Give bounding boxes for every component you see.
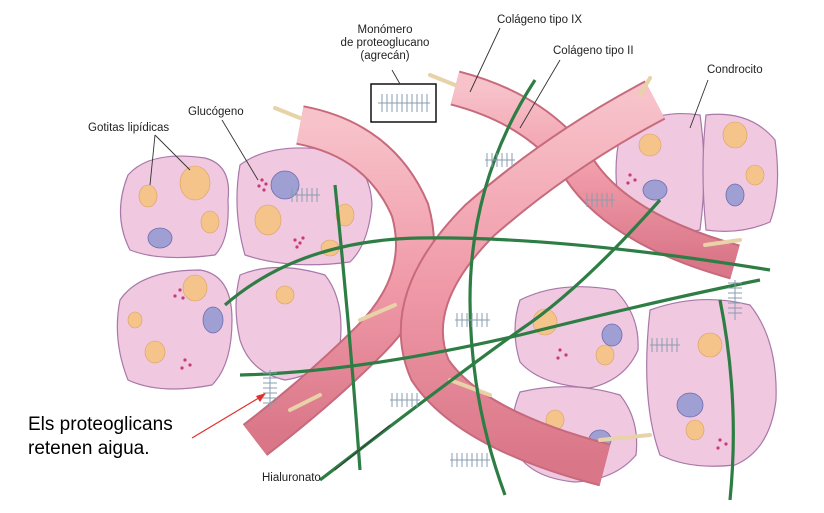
leader-condrocito bbox=[689, 79, 709, 129]
annotation-text: Els proteoglicans retenen aigua. bbox=[28, 413, 173, 461]
label-monomero-line1: Monómero bbox=[357, 24, 413, 36]
lipid-droplets bbox=[127, 121, 765, 441]
label-condrocito: Condrocito bbox=[707, 64, 763, 76]
hyaluronan-1 bbox=[223, 236, 771, 307]
label-glucogeno: Glucógeno bbox=[188, 106, 244, 118]
cell-right-large bbox=[646, 298, 777, 467]
proteoglycan-4 bbox=[390, 393, 420, 407]
proteoglycan-9 bbox=[650, 338, 680, 352]
proteoglycan-7 bbox=[585, 193, 615, 207]
proteoglycan-monomer-box bbox=[370, 83, 437, 123]
annotation-arrow bbox=[191, 393, 266, 439]
leader-hialuronato bbox=[334, 424, 391, 471]
hyaluronan-5 bbox=[319, 198, 662, 482]
cell-right-top-b bbox=[702, 113, 779, 232]
label-monomero: Monómero de proteoglucano (agrecán) bbox=[330, 24, 440, 63]
collagen-ix-strands bbox=[273, 73, 742, 442]
cell-mid-left bbox=[116, 269, 233, 390]
leader-glucogeno bbox=[221, 119, 259, 181]
leader-colageno-ix bbox=[469, 27, 501, 93]
label-colageno-ii: Colágeno tipo II bbox=[553, 45, 634, 57]
proteoglycan-1 bbox=[290, 188, 320, 202]
proteoglycan-8 bbox=[263, 370, 277, 410]
hyaluronan-strands bbox=[223, 79, 771, 501]
hyaluronan-3 bbox=[333, 184, 362, 471]
proteoglycan-6 bbox=[728, 280, 742, 320]
leader-gotitas-1 bbox=[149, 134, 156, 186]
glycogen-granules bbox=[173, 173, 728, 450]
leader-monomero bbox=[391, 69, 401, 85]
cell-top-left bbox=[119, 155, 230, 259]
proteoglycan-aggregates bbox=[263, 153, 742, 467]
label-monomero-line2: de proteoglucano bbox=[340, 37, 430, 49]
proteoglycan-2 bbox=[485, 153, 515, 167]
hyaluronan-4 bbox=[468, 79, 537, 496]
hyaluronan-2 bbox=[239, 278, 761, 377]
leader-gotitas-2 bbox=[154, 134, 191, 171]
proteoglycan-3 bbox=[455, 313, 490, 327]
proteoglycan-5 bbox=[450, 453, 490, 467]
leader-colageno-ii bbox=[519, 59, 561, 129]
label-colageno-ix: Colágeno tipo IX bbox=[497, 14, 583, 26]
annotation-line1: Els proteoglicans bbox=[28, 414, 173, 435]
label-hialuronato: Hialuronato bbox=[262, 472, 321, 484]
hyaluronan-6 bbox=[718, 299, 735, 501]
label-monomero-line3: (agrecán) bbox=[360, 50, 410, 62]
annotation-line2: retenen aigua. bbox=[28, 438, 150, 459]
collagen-fibrils bbox=[242, 70, 740, 487]
label-gotitas-lipidicas: Gotitas lipídicas bbox=[88, 122, 170, 134]
leader-lines bbox=[149, 27, 709, 471]
